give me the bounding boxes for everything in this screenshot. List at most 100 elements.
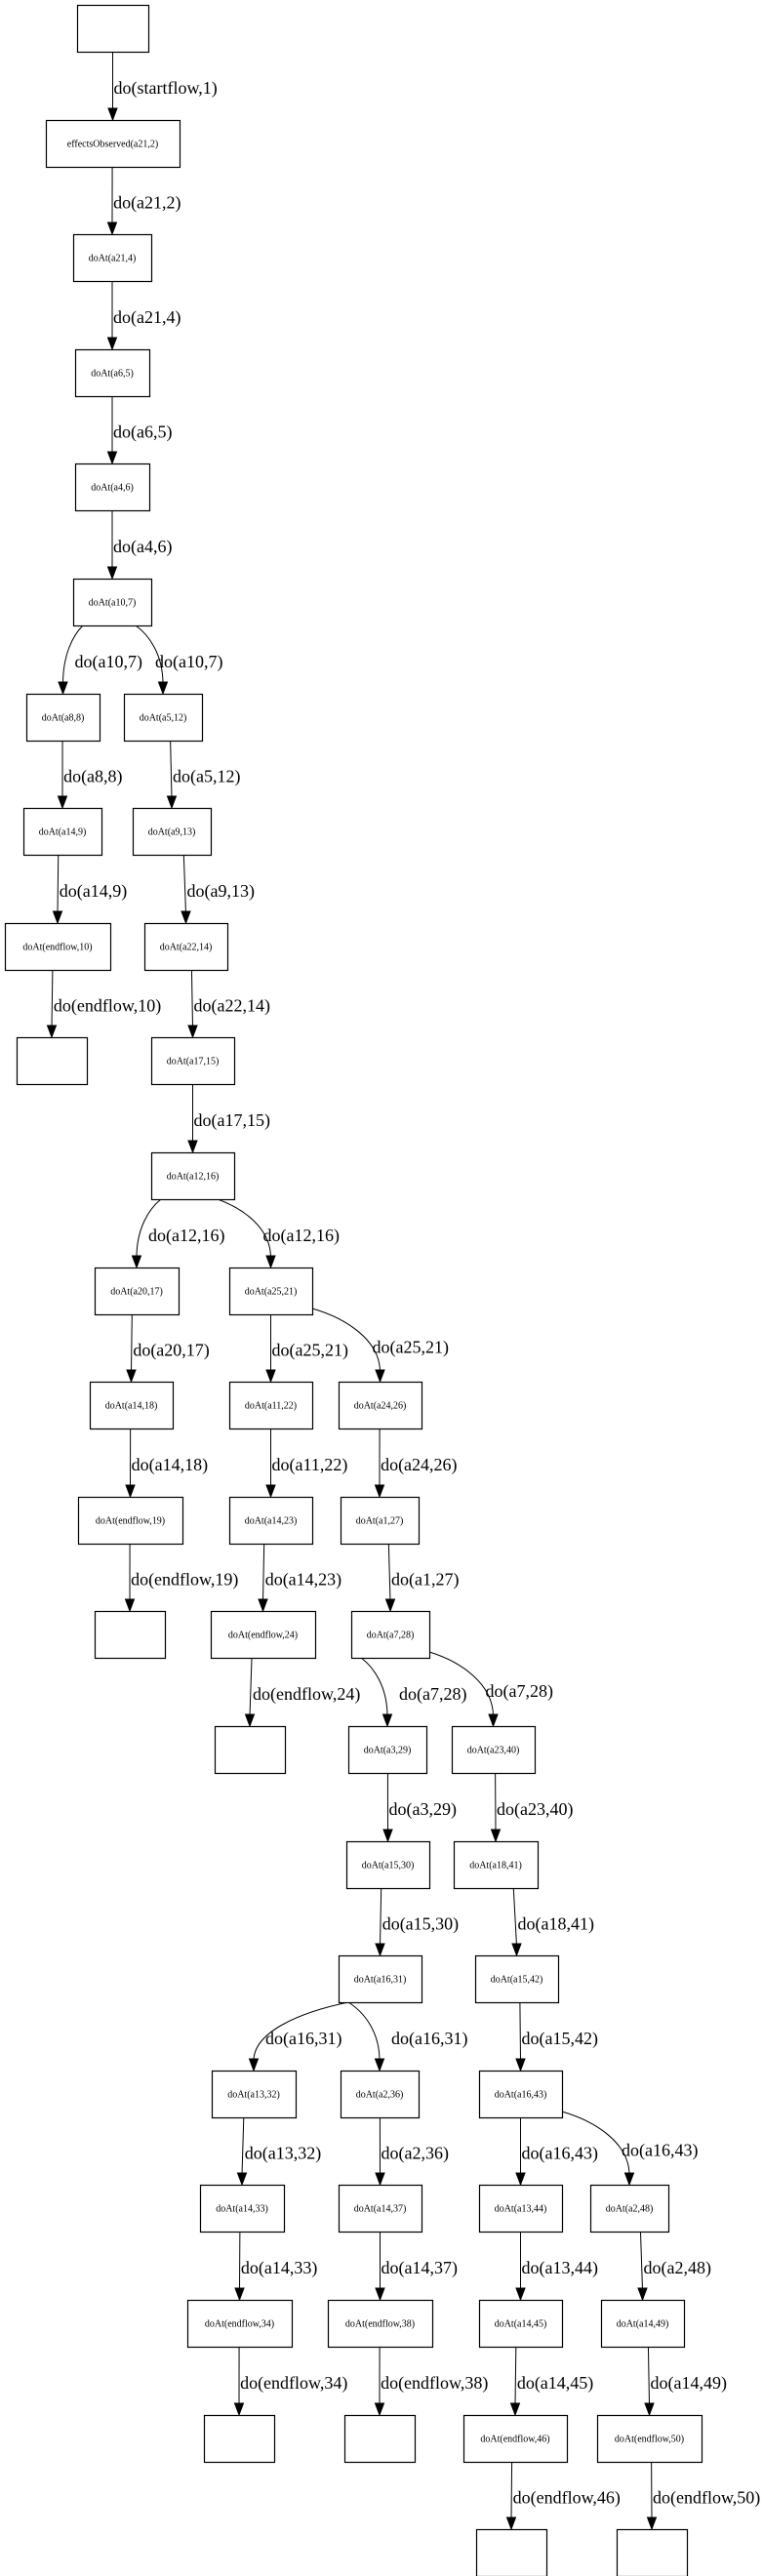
edge-label: do(a3,29) [389,1799,457,1820]
arrowhead-icon [106,566,118,581]
empty-node [214,1725,287,1775]
node-label: doAt(endflow,34) [205,2319,274,2330]
edge-label: do(endflow,34) [240,2373,347,2394]
state-node: doAt(a14,9) [22,807,103,857]
edge-label: do(a16,31) [265,2029,341,2049]
node-box [475,2528,548,2576]
arrowhead-icon [107,107,118,122]
state-node: doAt(endflow,10) [4,922,112,972]
nodes-layer: effectsObserved(a21,2)doAt(a21,4)doAt(a6… [4,4,703,2576]
edge-label: do(a16,43) [622,2141,698,2161]
node-box [143,922,229,972]
node-label: doAt(a12,16) [167,1172,220,1183]
arrowhead-icon [374,2402,385,2417]
arrowhead-icon [126,1369,137,1384]
arrowhead-icon [623,2172,635,2187]
node-box [343,2414,417,2464]
state-node: doAt(a11,22) [228,1381,314,1430]
edge-line [182,854,186,914]
node-label: doAt(a24,26) [354,1401,407,1412]
state-node: doAt(a17,15) [150,1036,236,1086]
node-label: doAt(a23,40) [467,1746,520,1756]
empty-node [94,1610,167,1660]
arrowhead-icon [515,2287,526,2302]
edge-line [647,2346,650,2406]
edge-line [217,1198,271,1259]
node-box [453,1840,540,1890]
arrowhead-icon [490,1829,502,1843]
state-node: doAt(a2,36) [340,2070,421,2119]
empty-node [475,2528,548,2576]
node-label: doAt(endflow,24) [228,1630,298,1641]
state-node: doAt(a16,31) [338,1954,423,2004]
node-label: doAt(a16,31) [354,1975,407,1986]
edge-line [131,1313,133,1373]
edge-label: do(a23,40) [497,1799,573,1820]
arrowhead-icon [515,2172,526,2187]
arrowhead-icon [166,795,178,810]
edge-label: do(a15,30) [382,1914,459,1935]
arrowhead-icon [131,1255,142,1269]
node-box [327,2299,434,2349]
node-label: doAt(a1,27) [356,1516,404,1527]
node-box [338,2184,423,2234]
state-node: doAt(a14,45) [478,2299,564,2349]
state-node: doAt(a5,12) [123,693,204,743]
arrowhead-icon [187,1025,198,1039]
arrowhead-icon [375,2172,385,2187]
empty-node [343,2414,417,2464]
edge-label: do(a2,36) [382,2144,449,2164]
node-label: doAt(a14,18) [105,1401,158,1412]
node-box [123,693,204,743]
node-label: doAt(endflow,38) [345,2319,415,2330]
edge-line [561,2111,630,2176]
arrowhead-icon [644,2402,655,2417]
edge-label: do(endflow,46) [513,2488,621,2509]
arrowhead-icon [52,910,63,925]
node-box [600,2299,686,2349]
node-box [186,2299,294,2349]
node-box [150,1036,236,1086]
state-node: doAt(endflow,19) [77,1496,184,1546]
state-node: doAt(a8,8) [25,693,101,743]
state-node: doAt(endflow,38) [327,2299,434,2349]
edge-line [387,1543,391,1602]
arrowhead-icon [106,451,118,465]
arrowhead-icon [375,1369,385,1384]
node-label: doAt(a14,45) [495,2319,547,2330]
arrowhead-icon [46,1025,58,1039]
state-node: doAt(a21,4) [72,233,153,283]
node-label: doAt(a25,21) [245,1287,298,1298]
edge-label: do(a15,42) [522,2029,598,2049]
node-label: doAt(endflow,19) [96,1516,165,1527]
edge-line [510,2461,513,2520]
node-box [72,578,153,627]
node-label: doAt(a15,30) [362,1861,415,1872]
edge-line [57,854,60,914]
arrowhead-icon [509,2402,521,2417]
arrowhead-icon [234,2287,245,2302]
node-label: doAt(a17,15) [167,1057,220,1067]
node-box [451,1725,537,1775]
arrowhead-icon [181,910,191,925]
node-box [89,1381,175,1430]
arrowhead-icon [382,1829,393,1843]
edge-label: do(endflow,10) [54,996,161,1017]
state-node: effectsObserved(a21,2) [45,119,181,169]
node-box [478,2070,564,2119]
edge-label: do(a18,41) [518,1914,594,1935]
node-box [74,463,151,512]
node-label: doAt(a13,44) [495,2204,547,2215]
node-box [4,922,112,972]
node-box [203,2414,276,2464]
edge-label: do(a24,26) [381,1455,457,1475]
node-box [150,1151,236,1201]
node-label: doAt(a21,4) [89,254,137,264]
arrowhead-icon [58,681,68,696]
state-node: doAt(endflow,46) [462,2414,569,2464]
node-box [462,2414,569,2464]
edge-line [639,2231,643,2291]
node-box [25,693,101,743]
node-box [210,1610,317,1660]
state-node: doAt(a18,41) [453,1840,540,1890]
